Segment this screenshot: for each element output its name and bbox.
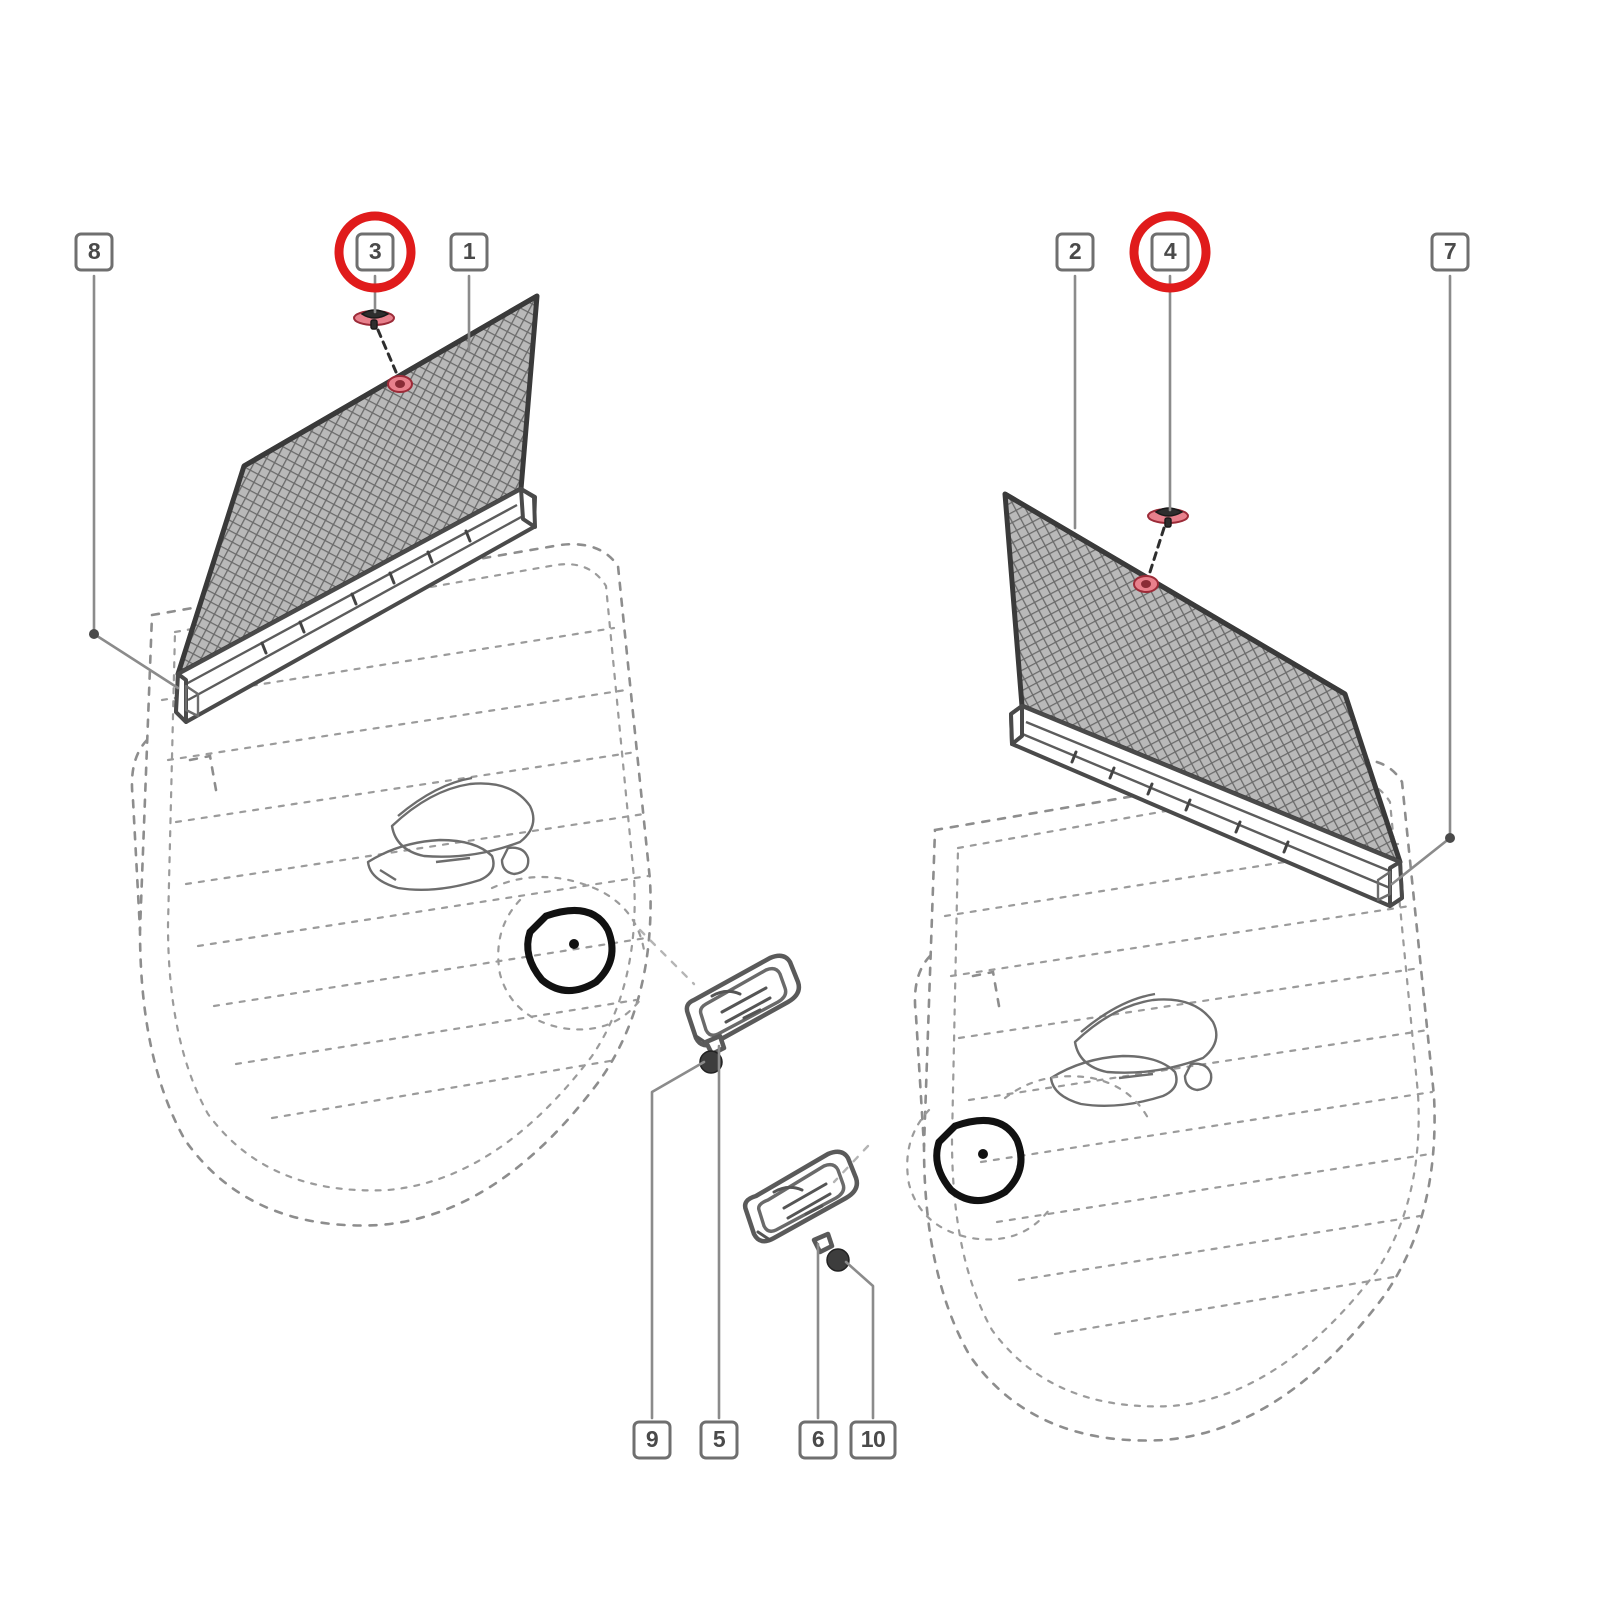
lower-window-switch — [742, 1144, 870, 1272]
callout-3-highlight-circle — [334, 211, 416, 293]
lower-switch-fixing-screw — [826, 1248, 850, 1272]
callout-1-label: 1 — [463, 238, 476, 264]
leader-9 — [650, 1060, 706, 1420]
right-sun-blind-assembly — [1002, 491, 1404, 908]
callout-4-highlight-circle — [1129, 211, 1211, 293]
callout-6-box[interactable] — [798, 1420, 838, 1460]
right-blind-retaining-clip — [1133, 507, 1189, 593]
callout-6[interactable]: 6 — [798, 1420, 838, 1460]
callout-3-label: 3 — [369, 238, 381, 264]
callout-4[interactable]: 4 — [1129, 211, 1211, 293]
callout-2[interactable]: 2 — [1055, 232, 1095, 272]
callout-10-label: 10 — [861, 1426, 886, 1452]
callout-8[interactable]: 8 — [74, 232, 114, 272]
callout-1-box[interactable] — [449, 232, 489, 272]
leader-10 — [844, 1260, 875, 1420]
left-sun-blind-assembly — [174, 293, 540, 724]
callout-5[interactable]: 5 — [699, 1420, 739, 1460]
right-blind-cassette-rail — [1009, 704, 1404, 908]
callout-5-label: 5 — [713, 1426, 726, 1452]
callout-3[interactable]: 3 — [334, 211, 416, 293]
callout-7-box[interactable] — [1430, 232, 1470, 272]
left-blind-cassette-rail — [174, 487, 537, 724]
callout-9-box[interactable] — [632, 1420, 672, 1460]
right-switch-aperture — [933, 1116, 1025, 1204]
callout-9-label: 9 — [646, 1426, 658, 1452]
callout-4-box[interactable] — [1150, 232, 1190, 272]
left-switch-aperture — [524, 906, 616, 994]
callout-8-label: 8 — [88, 238, 101, 264]
callout-7[interactable]: 7 — [1430, 232, 1470, 272]
leader-lines — [89, 274, 1455, 1420]
callout-5-box[interactable] — [699, 1420, 739, 1460]
callout-2-label: 2 — [1069, 238, 1081, 264]
upper-window-switch — [638, 928, 802, 1074]
callout-6-label: 6 — [812, 1426, 824, 1452]
callout-1[interactable]: 1 — [449, 232, 489, 272]
callout-2-box[interactable] — [1055, 232, 1095, 272]
callout-4-label: 4 — [1164, 238, 1177, 264]
callout-10[interactable]: 10 — [849, 1420, 897, 1460]
callout-7-label: 7 — [1444, 238, 1456, 264]
left-door-trim-panel — [130, 542, 652, 1227]
callout-8-box[interactable] — [74, 232, 114, 272]
callout-10-box[interactable] — [849, 1420, 897, 1460]
callout-3-box[interactable] — [355, 232, 395, 272]
callout-9[interactable]: 9 — [632, 1420, 672, 1460]
upper-switch-fixing-screw — [699, 1050, 723, 1074]
